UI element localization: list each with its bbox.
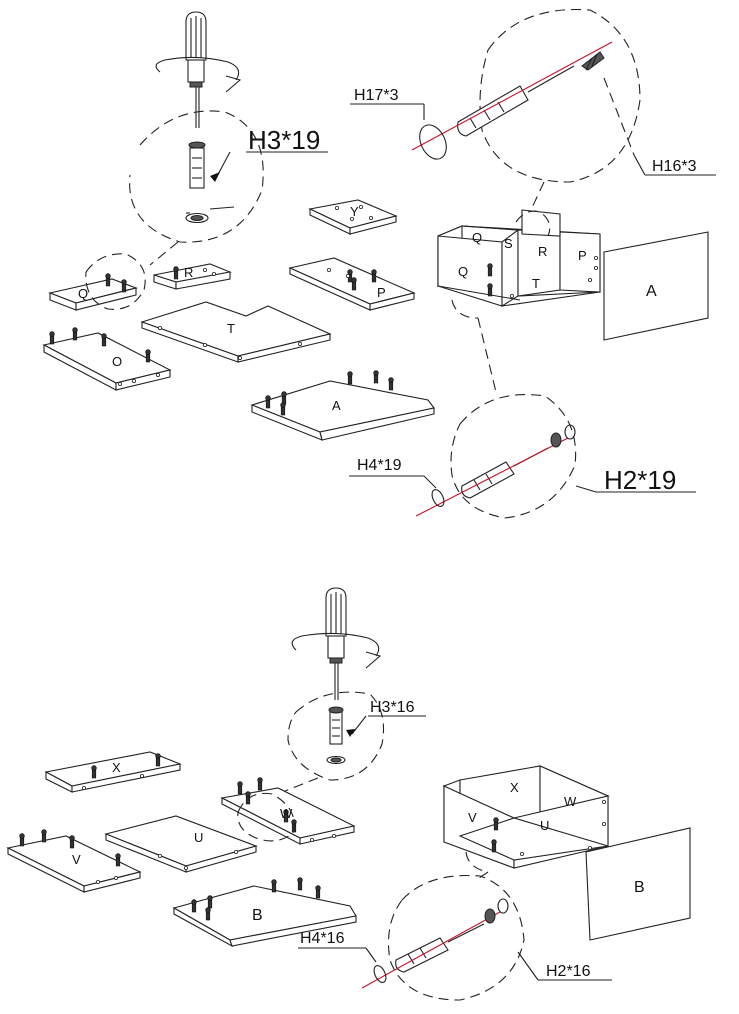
label-q-back: Q bbox=[472, 230, 482, 245]
detail-circle-inner bbox=[515, 210, 551, 237]
panel-u: U bbox=[104, 815, 258, 873]
label-r: R bbox=[184, 265, 193, 280]
panel-t: T bbox=[140, 301, 332, 363]
label-x-assembled: X bbox=[510, 780, 519, 795]
cam-lock-icon bbox=[326, 755, 346, 765]
cam-lock-icon bbox=[484, 898, 509, 924]
label-u-assembled: U bbox=[540, 818, 549, 833]
detail-arc bbox=[451, 299, 479, 319]
label-u: U bbox=[194, 830, 203, 845]
label-p: P bbox=[377, 285, 386, 300]
label-x: X bbox=[112, 760, 121, 775]
label-b: B bbox=[252, 907, 263, 924]
label-y: Y bbox=[350, 204, 359, 219]
wood-screw-icon bbox=[581, 51, 605, 71]
rotate-arrow-icon bbox=[155, 56, 242, 93]
panel-w: W bbox=[220, 777, 356, 845]
label-w: W bbox=[280, 806, 293, 821]
detail-arc-b bbox=[465, 851, 489, 873]
callout-h4-19: H4*19 bbox=[357, 457, 402, 474]
label-w-assembled: W bbox=[564, 794, 577, 809]
screwdriver-icon bbox=[457, 65, 575, 137]
cam-lock-icon bbox=[185, 212, 209, 224]
detail-circle-q bbox=[85, 253, 146, 310]
callout-h16-3: H16*3 bbox=[652, 158, 697, 175]
panel-a: A bbox=[250, 370, 435, 441]
label-a-front: A bbox=[646, 283, 657, 300]
screwdriver-icon bbox=[395, 923, 485, 973]
panel-y: Y bbox=[308, 199, 398, 235]
cam-bolt-icon bbox=[188, 141, 206, 189]
front-panel-b: B bbox=[585, 827, 691, 941]
label-q: Q bbox=[78, 286, 88, 301]
label-t-assembled: T bbox=[532, 276, 540, 291]
label-v-assembled: V bbox=[468, 810, 477, 825]
screwdriver-icon bbox=[325, 587, 347, 700]
label-a: A bbox=[332, 398, 341, 413]
panel-x: X bbox=[44, 751, 182, 793]
drawer-assembly-bottom: X W V U bbox=[442, 765, 610, 869]
label-v: V bbox=[72, 852, 81, 867]
panel-o: O bbox=[42, 327, 172, 391]
detail-circle-w bbox=[237, 792, 296, 842]
panel-q: Q bbox=[48, 273, 138, 311]
callout-h2-19: H2*19 bbox=[604, 465, 676, 495]
detail-circle bbox=[129, 110, 264, 243]
callout-h4-16: H4*16 bbox=[300, 930, 345, 947]
label-b-front: B bbox=[634, 879, 645, 896]
label-o: O bbox=[112, 354, 122, 369]
callout-h3-19: H3*19 bbox=[248, 125, 320, 155]
front-panel-a: A bbox=[603, 231, 709, 341]
detail-circle-cam bbox=[450, 394, 577, 519]
drawer-assembly-top: Q S R P Q T bbox=[437, 209, 601, 307]
screwdriver-icon bbox=[185, 11, 207, 128]
rotate-arrow-icon bbox=[291, 632, 382, 669]
panel-p: P bbox=[288, 257, 416, 311]
label-t: T bbox=[227, 321, 235, 336]
cam-bolt-icon bbox=[328, 706, 344, 745]
detail-circle-cam-b bbox=[387, 874, 525, 1001]
label-r-assembled: R bbox=[538, 244, 547, 259]
callout-h17-3: H17*3 bbox=[354, 87, 399, 104]
callout-h3-16: H3*16 bbox=[370, 699, 415, 716]
callout-h2-16: H2*16 bbox=[546, 963, 591, 980]
label-q-side: Q bbox=[458, 264, 468, 279]
panel-b: B bbox=[172, 877, 357, 948]
panel-r: R bbox=[153, 263, 232, 290]
label-s: S bbox=[504, 236, 513, 251]
detail-circle-screw bbox=[479, 8, 641, 183]
panel-v: V bbox=[6, 829, 142, 893]
cam-lock-icon bbox=[550, 424, 576, 448]
label-p-assembled: P bbox=[578, 248, 587, 263]
detail-circle-b bbox=[287, 691, 385, 781]
